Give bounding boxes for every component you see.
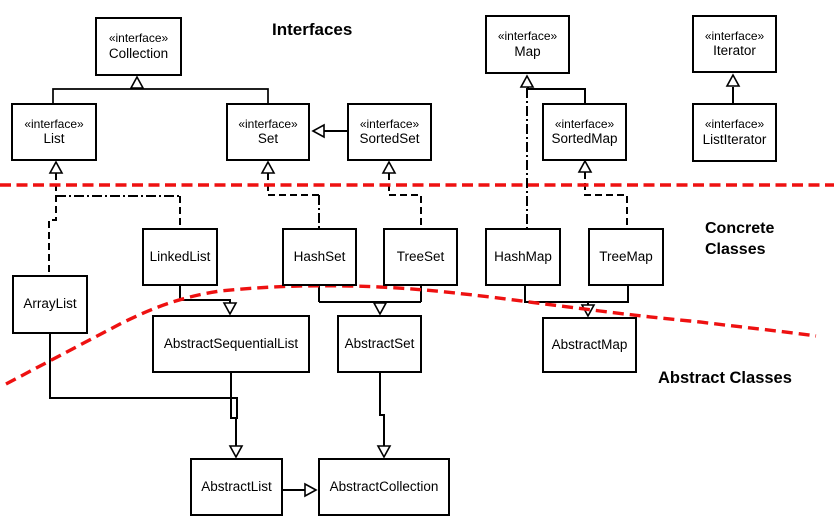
class-name: AbstractMap bbox=[551, 336, 628, 352]
section-label-concrete-classes: Concrete Classes bbox=[705, 219, 774, 261]
class-name: TreeMap bbox=[599, 248, 653, 264]
class-name: HashSet bbox=[293, 248, 346, 264]
class-name: Collection bbox=[108, 45, 169, 61]
class-box-abstractlist: AbstractList bbox=[190, 458, 283, 516]
class-name: ArrayList bbox=[23, 296, 77, 312]
interface-box-listiterator: «interface» ListIterator bbox=[692, 103, 777, 162]
interface-box-sortedset: «interface» SortedSet bbox=[347, 103, 432, 161]
stereotype-label: «interface» bbox=[497, 29, 558, 44]
class-box-hashmap: HashMap bbox=[485, 228, 561, 286]
interface-box-map: «interface» Map bbox=[485, 15, 570, 74]
class-box-abstractcollection: AbstractCollection bbox=[318, 458, 450, 516]
concrete-label-line1: Concrete bbox=[705, 220, 775, 237]
class-box-treeset: TreeSet bbox=[383, 228, 458, 286]
class-name: SortedSet bbox=[359, 131, 420, 147]
stereotype-label: «interface» bbox=[704, 117, 765, 132]
stereotype-label: «interface» bbox=[238, 116, 298, 131]
class-name: AbstractCollection bbox=[329, 478, 439, 494]
class-name: Map bbox=[514, 43, 541, 59]
interface-box-set: «interface» Set bbox=[226, 103, 310, 161]
class-name: AbstractList bbox=[201, 478, 272, 494]
stereotype-label: «interface» bbox=[554, 116, 615, 131]
class-name: Set bbox=[257, 131, 279, 147]
class-name: AbstractSequentialList bbox=[163, 335, 299, 351]
class-name: HashMap bbox=[494, 248, 552, 264]
section-label-interfaces: Interfaces bbox=[272, 20, 353, 39]
interface-box-iterator: «interface» Iterator bbox=[692, 15, 777, 73]
solid-connectors bbox=[49, 87, 734, 491]
red-divider-curve bbox=[5, 284, 817, 386]
class-box-hashset: HashSet bbox=[282, 228, 357, 286]
class-box-abstractset: AbstractSet bbox=[337, 315, 422, 373]
class-box-abstractmap: AbstractMap bbox=[542, 317, 637, 373]
class-box-arraylist: ArrayList bbox=[12, 275, 88, 334]
class-name: AbstractSet bbox=[344, 335, 415, 351]
section-label-abstract-classes: Abstract Classes bbox=[658, 369, 792, 387]
dashdot-connectors bbox=[56, 88, 528, 228]
stereotype-label: «interface» bbox=[24, 116, 84, 131]
stereotype-label: «interface» bbox=[108, 31, 169, 46]
interface-box-sortedmap: «interface» SortedMap bbox=[542, 103, 627, 161]
class-name: ListIterator bbox=[702, 131, 767, 147]
class-name: Iterator bbox=[713, 43, 756, 59]
class-name: SortedMap bbox=[551, 131, 618, 147]
interface-box-list: «interface» List bbox=[11, 103, 97, 161]
stereotype-label: «interface» bbox=[704, 28, 765, 43]
interface-box-collection: «interface» Collection bbox=[95, 17, 182, 76]
stereotype-label: «interface» bbox=[359, 116, 420, 131]
class-box-treemap: TreeMap bbox=[588, 228, 664, 286]
class-name: TreeSet bbox=[396, 248, 445, 264]
concrete-label-line2: Classes bbox=[705, 240, 766, 258]
class-name: List bbox=[43, 131, 65, 147]
class-box-linkedlist: LinkedList bbox=[142, 228, 218, 286]
class-box-abstractsequentiallist: AbstractSequentialList bbox=[152, 315, 310, 373]
class-name: LinkedList bbox=[149, 248, 211, 264]
